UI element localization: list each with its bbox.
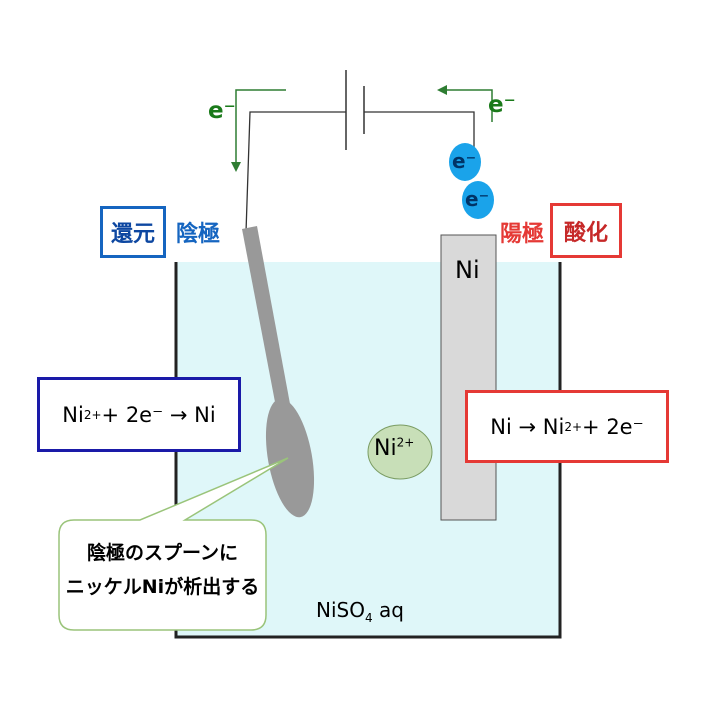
spoon-handle <box>242 226 293 423</box>
cathode-eq-a: Ni <box>62 402 84 427</box>
wire-left <box>245 111 346 233</box>
electron-ball-label-2: e⁻ <box>465 187 490 211</box>
solution-sub: 4 <box>364 611 373 625</box>
anode-label: 陽極 <box>500 222 545 247</box>
anode-electrode <box>440 234 497 521</box>
wire-right <box>364 111 475 148</box>
electron-ball-1 <box>449 143 481 181</box>
solution-label: NiSO4 aq <box>316 598 404 625</box>
reduction-box: 還元 <box>100 206 166 258</box>
cathode-label: 陰極 <box>176 222 221 247</box>
oxidation-box: 酸化 <box>550 203 622 258</box>
electron-label-left: e⁻ <box>208 98 236 124</box>
callout-line-2: ニッケルNiが析出する <box>65 576 260 598</box>
ion-base: Ni <box>374 436 397 461</box>
electron-ball-2 <box>462 181 494 219</box>
anode-electrode-label: Ni <box>455 256 480 284</box>
callout-bubble <box>58 457 289 631</box>
electron-ball-label-1: e⁻ <box>452 149 477 173</box>
ion-label: Ni2+ <box>374 436 414 461</box>
cathode-eq-b: + 2e⁻ → Ni <box>101 402 216 427</box>
arrow-head-left <box>231 162 241 172</box>
electron-label-right: e⁻ <box>488 92 516 118</box>
electron-arrow-right <box>442 89 493 122</box>
callout-line-1: 陰極のスプーンに <box>86 542 239 564</box>
solution-a: NiSO <box>316 598 365 622</box>
ion-sup: 2+ <box>396 435 415 450</box>
ion-ellipse <box>367 424 433 480</box>
spoon-bowl <box>265 398 315 518</box>
anode-eq-a: Ni → Ni <box>490 414 565 439</box>
electron-arrow-left <box>235 89 286 168</box>
anode-eq-b: + 2e⁻ <box>582 414 644 439</box>
callout-text: 陰極のスプーンに ニッケルNiが析出する <box>59 536 266 604</box>
arrow-head-right <box>437 85 447 95</box>
solution-b: aq <box>372 598 404 622</box>
